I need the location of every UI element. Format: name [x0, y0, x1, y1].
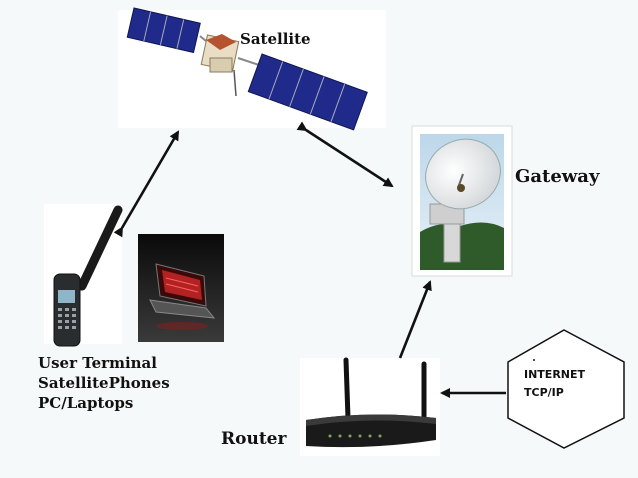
- satellite-label: Satellite: [240, 30, 311, 48]
- internet-label: INTERNET: [524, 368, 586, 381]
- tcpip-label: TCP/IP: [524, 386, 564, 399]
- gateway-dish-image: [411, 125, 513, 277]
- arrow-satellite-user-terminal: [113, 130, 180, 238]
- arrow-satellite-gateway: [296, 121, 394, 188]
- satellite-phone-image: [44, 204, 123, 347]
- arrow-router-gateway: [398, 280, 432, 359]
- router-label: Router: [221, 429, 287, 449]
- satellite-phones-line: SatellitePhones: [38, 374, 170, 392]
- user-terminal-line: User Terminal: [38, 354, 157, 372]
- user-terminal-label: User Terminal SatellitePhones PC/Laptops: [38, 353, 170, 413]
- router-image: [300, 357, 440, 456]
- pc-laptops-line: PC/Laptops: [38, 394, 134, 412]
- laptop-image: [138, 234, 224, 342]
- satellite-image: [118, 7, 386, 131]
- internet-hexagon: [507, 329, 625, 449]
- gateway-label: Gateway: [515, 166, 600, 187]
